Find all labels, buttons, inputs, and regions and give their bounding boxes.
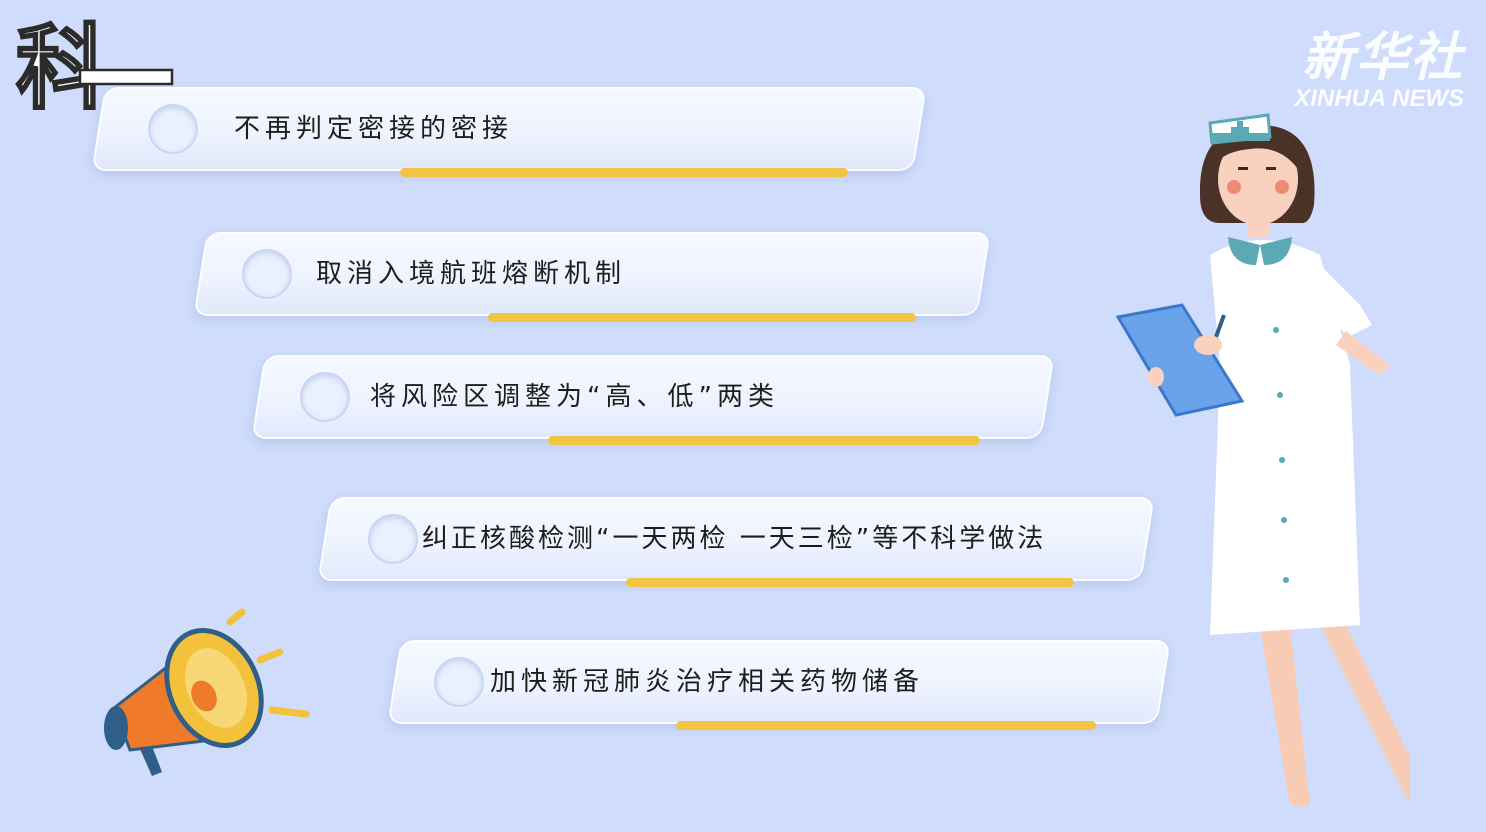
logo-char-ke: 科 bbox=[16, 15, 108, 122]
policy-item-2: 取消入境航班熔断机制 bbox=[193, 232, 991, 322]
policy-label: 纠正核酸检测“一天两检 一天三检”等不科学做法 bbox=[422, 524, 1047, 554]
policy-label: 将风险区调整为“高、低”两类 bbox=[370, 382, 779, 412]
bullet-circle bbox=[150, 106, 196, 152]
bullet-circle bbox=[302, 374, 348, 420]
bullet-circle bbox=[244, 251, 290, 297]
policy-item-4: 纠正核酸检测“一天两检 一天三检”等不科学做法 bbox=[317, 497, 1155, 587]
accent-bar bbox=[676, 721, 1096, 730]
megaphone-icon bbox=[104, 608, 310, 776]
accent-bar bbox=[548, 436, 980, 445]
nurse-illustration bbox=[1115, 113, 1410, 805]
policy-item-3: 将风险区调整为“高、低”两类 bbox=[251, 355, 1055, 445]
accent-bar bbox=[626, 578, 1074, 587]
policy-label: 不再判定密接的密接 bbox=[234, 114, 514, 144]
accent-bar bbox=[400, 168, 848, 177]
policy-item-1: 不再判定密接的密接 bbox=[91, 87, 927, 177]
xinhua-watermark: 新华社 XINHUA NEWS bbox=[1294, 30, 1464, 112]
accent-bar bbox=[488, 313, 916, 322]
bullet-circle bbox=[370, 516, 416, 562]
policy-label: 加快新冠肺炎治疗相关药物储备 bbox=[490, 667, 925, 697]
policy-label: 取消入境航班熔断机制 bbox=[316, 259, 627, 289]
watermark-en: XINHUA NEWS bbox=[1294, 85, 1464, 112]
watermark-zh: 新华社 bbox=[1301, 28, 1464, 88]
policy-item-5: 加快新冠肺炎治疗相关药物储备 bbox=[387, 640, 1171, 730]
bullet-circle bbox=[436, 659, 482, 705]
